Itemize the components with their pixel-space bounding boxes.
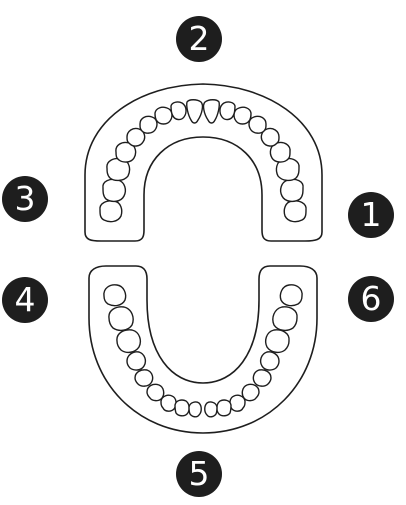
- upper-tooth: [154, 106, 173, 125]
- lower-tooth: [229, 394, 246, 412]
- lower-tooth: [103, 284, 127, 307]
- number-badge-1: 1: [348, 192, 394, 238]
- lower-tooth: [259, 351, 280, 371]
- upper-tooth: [170, 101, 187, 121]
- lower-tooth: [188, 401, 202, 418]
- number-badge-3: 3: [2, 176, 48, 222]
- upper-tooth: [115, 141, 137, 163]
- upper-tooth: [275, 157, 300, 182]
- number-badge-label: 2: [188, 19, 210, 58]
- lower-tooth: [265, 329, 290, 354]
- upper-tooth: [102, 178, 127, 203]
- lower-tooth: [160, 394, 177, 412]
- upper-tooth: [186, 99, 204, 124]
- number-badge-label: 1: [360, 195, 382, 234]
- upper-tooth: [139, 115, 158, 134]
- upper-left-teeth: [99, 99, 204, 223]
- upper-arch: [84, 83, 323, 242]
- upper-tooth: [219, 101, 236, 121]
- upper-tooth: [260, 127, 280, 147]
- number-badge-label: 4: [14, 280, 36, 319]
- lower-arch: [88, 265, 318, 434]
- lower-tooth: [252, 369, 272, 387]
- upper-tooth: [106, 157, 131, 182]
- lower-tooth: [216, 399, 232, 417]
- upper-tooth: [126, 127, 146, 147]
- upper-tooth: [202, 99, 220, 124]
- lower-left-teeth: [103, 284, 202, 418]
- upper-tooth: [248, 115, 267, 134]
- number-badge-label: 5: [188, 454, 210, 493]
- lower-tooth: [174, 399, 190, 417]
- lower-tooth: [241, 383, 260, 402]
- upper-right-teeth: [202, 99, 307, 223]
- upper-tooth: [279, 178, 304, 203]
- lower-tooth: [108, 306, 134, 332]
- lower-tooth: [272, 306, 298, 332]
- lower-tooth: [146, 383, 165, 402]
- upper-tooth: [233, 106, 252, 125]
- number-badge-label: 3: [14, 179, 36, 218]
- number-badge-6: 6: [348, 276, 394, 322]
- number-badge-5: 5: [176, 451, 222, 497]
- lower-tooth: [279, 284, 303, 307]
- lower-tooth: [116, 329, 141, 354]
- lower-tooth: [204, 401, 218, 418]
- upper-tooth: [99, 200, 123, 223]
- lower-tooth: [126, 351, 147, 371]
- lower-right-teeth: [204, 284, 303, 418]
- upper-tooth: [269, 141, 291, 163]
- number-badge-label: 6: [360, 279, 382, 318]
- lower-arch-outer-outline: [88, 265, 318, 434]
- upper-tooth: [283, 200, 307, 223]
- number-badge-2: 2: [176, 16, 222, 62]
- lower-tooth: [134, 369, 154, 387]
- number-badge-4: 4: [2, 277, 48, 323]
